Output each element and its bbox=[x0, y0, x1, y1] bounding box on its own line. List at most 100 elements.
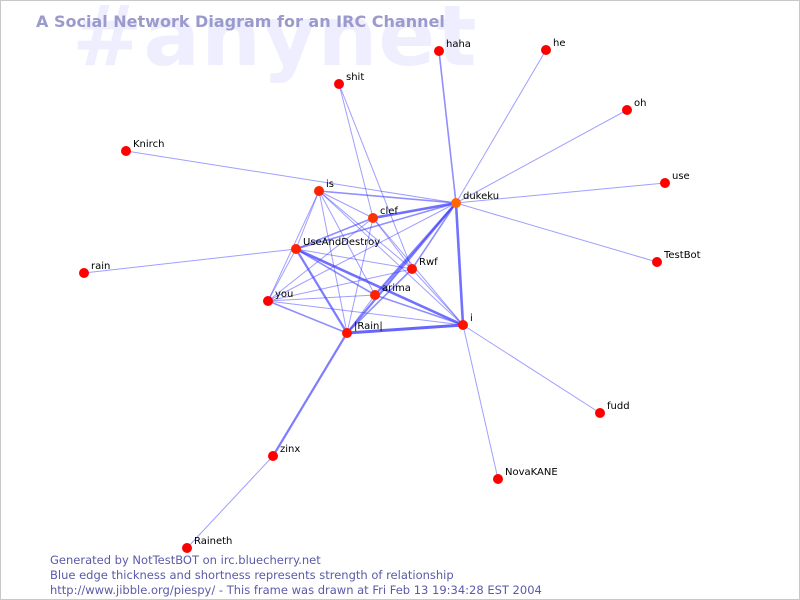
node-dot bbox=[291, 244, 301, 254]
node-he: he bbox=[541, 38, 566, 55]
node-dot bbox=[541, 45, 551, 55]
edge-Rwf-Rain bbox=[346, 268, 413, 334]
node-dukeku: dukeku bbox=[451, 191, 499, 208]
node-dot bbox=[182, 543, 192, 553]
node-dot bbox=[493, 474, 503, 484]
node-dot bbox=[595, 408, 605, 418]
node-dot bbox=[342, 328, 352, 338]
node-oh: oh bbox=[622, 98, 646, 115]
node-label: you bbox=[275, 289, 293, 300]
node-dot bbox=[314, 186, 324, 196]
edge-is-i bbox=[318, 190, 464, 326]
node-dot bbox=[334, 79, 344, 89]
edge-UseAndDestroy-Rwf bbox=[295, 248, 413, 270]
node-dot bbox=[268, 451, 278, 461]
node-arima: arima bbox=[370, 283, 411, 300]
edge-dukeku-oh bbox=[455, 109, 628, 204]
edge-dukeku-you bbox=[267, 202, 457, 302]
edge-UseAndDestroy-rain bbox=[83, 248, 297, 274]
node-you: you bbox=[263, 289, 293, 306]
edge-i-fudd bbox=[462, 324, 601, 414]
edge-clef-you bbox=[267, 217, 374, 302]
edge-is-clef bbox=[318, 190, 374, 219]
node-dot bbox=[370, 290, 380, 300]
node-label: dukeku bbox=[463, 191, 499, 202]
node-label: zinx bbox=[280, 444, 300, 455]
node-Rain: |Rain| bbox=[342, 321, 383, 338]
node-rain: rain bbox=[79, 261, 110, 278]
footer-url-line: http://www.jibble.org/piespy/ - This fra… bbox=[50, 583, 542, 597]
edge-dukeku-Knirch bbox=[125, 150, 457, 204]
footer: Generated by NotTestBOT on irc.bluecherr… bbox=[50, 553, 542, 598]
edge-i-Rain bbox=[346, 323, 464, 335]
node-label: clef bbox=[380, 206, 398, 217]
edge-Rwf-i bbox=[411, 268, 464, 326]
edge-clef-Rain bbox=[346, 217, 374, 334]
node-label: TestBot bbox=[663, 250, 701, 261]
node-shit: shit bbox=[334, 72, 364, 89]
channel-watermark: #anynet bbox=[72, 0, 478, 85]
edge-UseAndDestroy-clef bbox=[295, 217, 374, 250]
edge-zinx-Raineth bbox=[186, 455, 274, 549]
node-dot bbox=[407, 264, 417, 274]
node-TestBot: TestBot bbox=[652, 250, 701, 267]
diagram-title: A Social Network Diagram for an IRC Chan… bbox=[36, 12, 445, 31]
edge-shit-Rwf bbox=[338, 83, 413, 270]
node-label: haha bbox=[446, 39, 471, 50]
edge-dukeku-use bbox=[455, 182, 666, 204]
edge-dukeku-haha bbox=[438, 50, 457, 204]
node-fudd: fudd bbox=[595, 401, 630, 418]
node-label: Raineth bbox=[194, 536, 232, 547]
node-dot bbox=[79, 268, 89, 278]
node-label: Rwf bbox=[419, 257, 438, 268]
edge-you-i bbox=[267, 300, 464, 326]
node-label: use bbox=[672, 171, 690, 182]
node-i: i bbox=[458, 313, 473, 330]
node-dot bbox=[622, 105, 632, 115]
edge-Rwf-you bbox=[267, 268, 413, 302]
node-dot bbox=[263, 296, 273, 306]
node-label: Knirch bbox=[133, 139, 164, 150]
footer-generator-line: Generated by NotTestBOT on irc.bluecherr… bbox=[50, 553, 321, 567]
node-Raineth: Raineth bbox=[182, 536, 232, 553]
node-use: use bbox=[660, 171, 690, 188]
edge-is-arima bbox=[318, 190, 376, 296]
edge-dukeku-he bbox=[455, 49, 547, 204]
footer-legend-line: Blue edge thickness and shortness repres… bbox=[50, 568, 454, 582]
node-clef: clef bbox=[368, 206, 398, 223]
edge-UseAndDestroy-Rain bbox=[295, 248, 348, 334]
node-zinx: zinx bbox=[268, 444, 300, 461]
edge-dukeku-Rwf bbox=[411, 202, 457, 270]
node-dot bbox=[451, 198, 461, 208]
edge-dukeku-TestBot bbox=[455, 202, 658, 263]
edge-shit-clef bbox=[338, 83, 374, 219]
node-UseAndDestroy: UseAndDestroy bbox=[291, 237, 380, 254]
edge-you-Rain bbox=[267, 300, 348, 334]
node-haha: haha bbox=[434, 39, 471, 56]
node-label: is bbox=[326, 179, 334, 190]
edge-Rain-zinx bbox=[272, 332, 348, 457]
node-dot bbox=[434, 46, 444, 56]
node-label: he bbox=[553, 38, 566, 49]
edge-UseAndDestroy-is bbox=[295, 190, 320, 250]
node-dot bbox=[368, 213, 378, 223]
edge-dukeku-UseAndDestroy bbox=[295, 202, 457, 250]
node-NovaKANE: NovaKANE bbox=[493, 467, 558, 484]
node-dot bbox=[458, 320, 468, 330]
node-label: UseAndDestroy bbox=[303, 237, 380, 248]
node-label: rain bbox=[91, 261, 110, 272]
edge-i-NovaKANE bbox=[462, 324, 499, 480]
edge-UseAndDestroy-arima bbox=[295, 248, 376, 296]
node-Rwf: Rwf bbox=[407, 257, 438, 274]
edge-UseAndDestroy-you bbox=[267, 248, 297, 302]
node-dot bbox=[660, 178, 670, 188]
node-dot bbox=[121, 146, 131, 156]
edge-arima-you bbox=[267, 294, 376, 302]
node-is: is bbox=[314, 179, 334, 196]
edge-arima-Rain bbox=[346, 294, 376, 334]
node-Knirch: Knirch bbox=[121, 139, 164, 156]
node-label: shit bbox=[346, 72, 364, 83]
edge-is-Rwf bbox=[318, 190, 413, 270]
